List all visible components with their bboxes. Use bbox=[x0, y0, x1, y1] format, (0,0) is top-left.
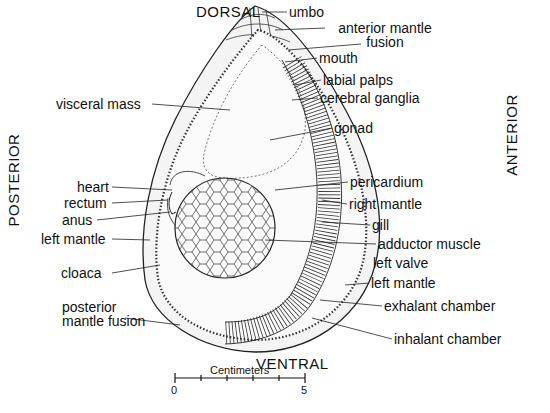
part-label: right mantle bbox=[349, 197, 422, 211]
part-label: inhalant chamber bbox=[394, 332, 501, 346]
rectum-anus bbox=[169, 192, 176, 214]
direction-label: ANTERIOR bbox=[505, 94, 519, 176]
scale-number: 0 bbox=[171, 385, 177, 396]
leader-lines bbox=[97, 12, 392, 339]
part-label: heart bbox=[77, 180, 109, 194]
scale-number: 5 bbox=[301, 385, 307, 396]
direction-label: POSTERIOR bbox=[7, 134, 21, 227]
outer-shell bbox=[143, 6, 380, 352]
part-label: left mantle bbox=[41, 232, 106, 246]
part-label: left valve bbox=[373, 256, 428, 270]
part-label: exhalant chamber bbox=[384, 299, 495, 313]
part-label: anterior mantle fusion bbox=[326, 21, 444, 49]
part-label: cerebral ganglia bbox=[320, 91, 420, 105]
part-label: left mantle bbox=[371, 276, 436, 290]
part-label: pericardium bbox=[350, 175, 423, 189]
part-label: rectum bbox=[64, 196, 107, 210]
part-label: posterior mantle fusion bbox=[62, 300, 158, 328]
adductor-muscle bbox=[175, 178, 275, 278]
part-label: visceral mass bbox=[56, 97, 141, 111]
part-label: adductor muscle bbox=[378, 237, 481, 251]
direction-label: DORSAL bbox=[196, 5, 261, 19]
part-label: cloaca bbox=[61, 266, 101, 280]
part-label: gill bbox=[372, 218, 389, 232]
part-label: gonad bbox=[334, 121, 373, 135]
pericardium-outline bbox=[167, 171, 205, 226]
part-label: anus bbox=[62, 213, 92, 227]
part-label: umbo bbox=[289, 5, 324, 19]
part-label: labial palps bbox=[323, 73, 393, 87]
visceral-mass-outline bbox=[203, 45, 305, 178]
part-label: mouth bbox=[319, 51, 358, 65]
scale-unit: Centimeters bbox=[210, 365, 269, 376]
